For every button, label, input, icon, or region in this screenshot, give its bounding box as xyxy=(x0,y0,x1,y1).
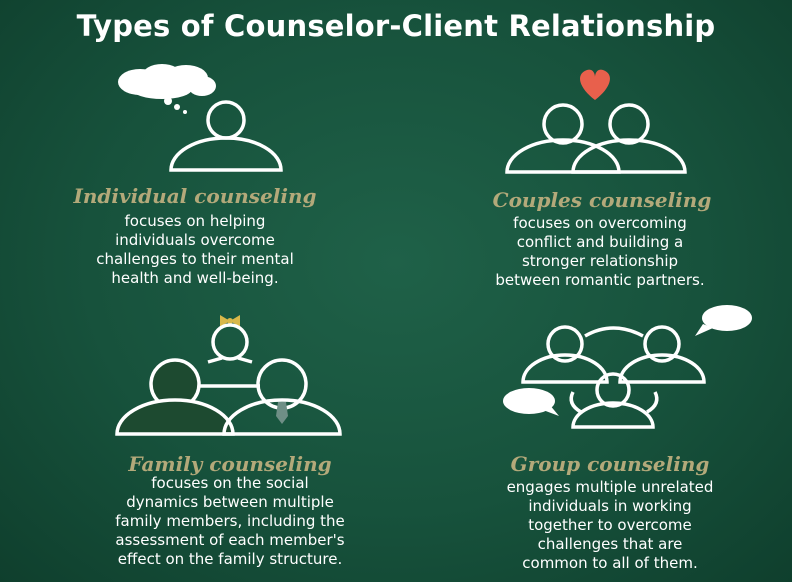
individual-description: focuses on helping individuals overcome … xyxy=(96,212,294,287)
group-description: engages multiple unrelated individuals i… xyxy=(506,478,714,572)
tie-icon xyxy=(276,402,288,424)
family-description: focuses on the social dynamics between m… xyxy=(115,474,345,568)
parent-right-icon xyxy=(222,358,342,436)
group-people-icon xyxy=(521,325,706,429)
couple-people-icon xyxy=(505,103,687,174)
family-icon xyxy=(115,315,342,436)
group-heading: Group counseling xyxy=(510,452,710,476)
page-title: Types of Counselor-Client Relationship xyxy=(76,9,716,43)
individual-heading: Individual counseling xyxy=(73,184,317,208)
couples-description: focuses on overcoming conflict and build… xyxy=(495,214,705,289)
parent-left-icon xyxy=(115,358,235,436)
couples-icon xyxy=(505,69,687,174)
bow-icon xyxy=(220,315,240,327)
speech-bubble-left-icon xyxy=(503,388,559,416)
thought-cloud-icon xyxy=(118,64,216,114)
couples-heading: Couples counseling xyxy=(492,188,712,212)
person-icon xyxy=(169,100,283,172)
heart-icon xyxy=(580,69,610,100)
group-icon xyxy=(503,305,752,429)
speech-bubble-right-icon xyxy=(695,305,752,336)
individual-icon xyxy=(118,64,283,172)
family-heading: Family counseling xyxy=(128,452,332,476)
